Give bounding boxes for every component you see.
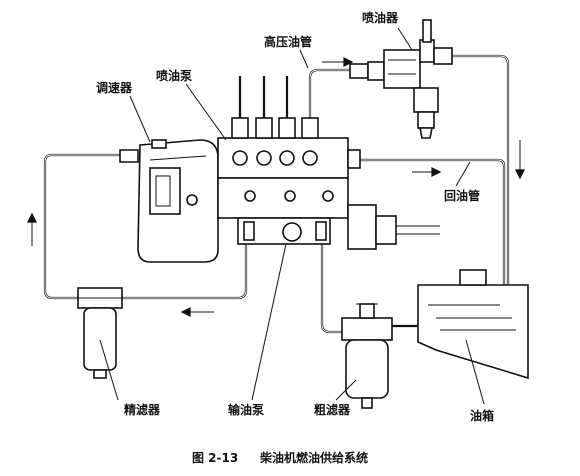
caption-title: 柴油机燃油供给系统 (259, 450, 368, 465)
label-high-pressure-pipe: 高压油管 (264, 34, 312, 49)
figure-caption: 图 2-13 柴油机燃油供给系统 (192, 450, 368, 465)
label-injector: 喷油器 (362, 10, 399, 25)
injection-pump (119, 117, 440, 263)
fine-filter-feed-pipe (43, 153, 120, 300)
injector (349, 19, 453, 139)
label-coarse-filter: 粗滤器 (314, 402, 351, 417)
labels: 喷油器 高压油管 调速器 喷油泵 回油管 精滤器 输油泵 粗滤器 油箱 (96, 10, 494, 423)
coarse-filter (341, 303, 393, 409)
label-injection-pump: 喷油泵 (156, 68, 192, 83)
label-feed-pump: 输油泵 (228, 402, 264, 417)
fuel-tank (417, 269, 529, 380)
leader-lines (99, 27, 485, 405)
label-fuel-tank: 油箱 (470, 408, 494, 423)
label-governor: 调速器 (96, 80, 133, 95)
pipes (43, 54, 510, 334)
label-fine-filter: 精滤器 (124, 402, 161, 417)
label-return-pipe: 回油管 (444, 188, 480, 203)
high-pressure-pipe (308, 68, 350, 118)
caption-number: 图 2-13 (192, 451, 238, 465)
fine-filter (77, 287, 123, 379)
flow-arrows (27, 57, 525, 317)
injector-return-pipe (452, 54, 510, 290)
coarse-filter-pipe (320, 242, 342, 334)
